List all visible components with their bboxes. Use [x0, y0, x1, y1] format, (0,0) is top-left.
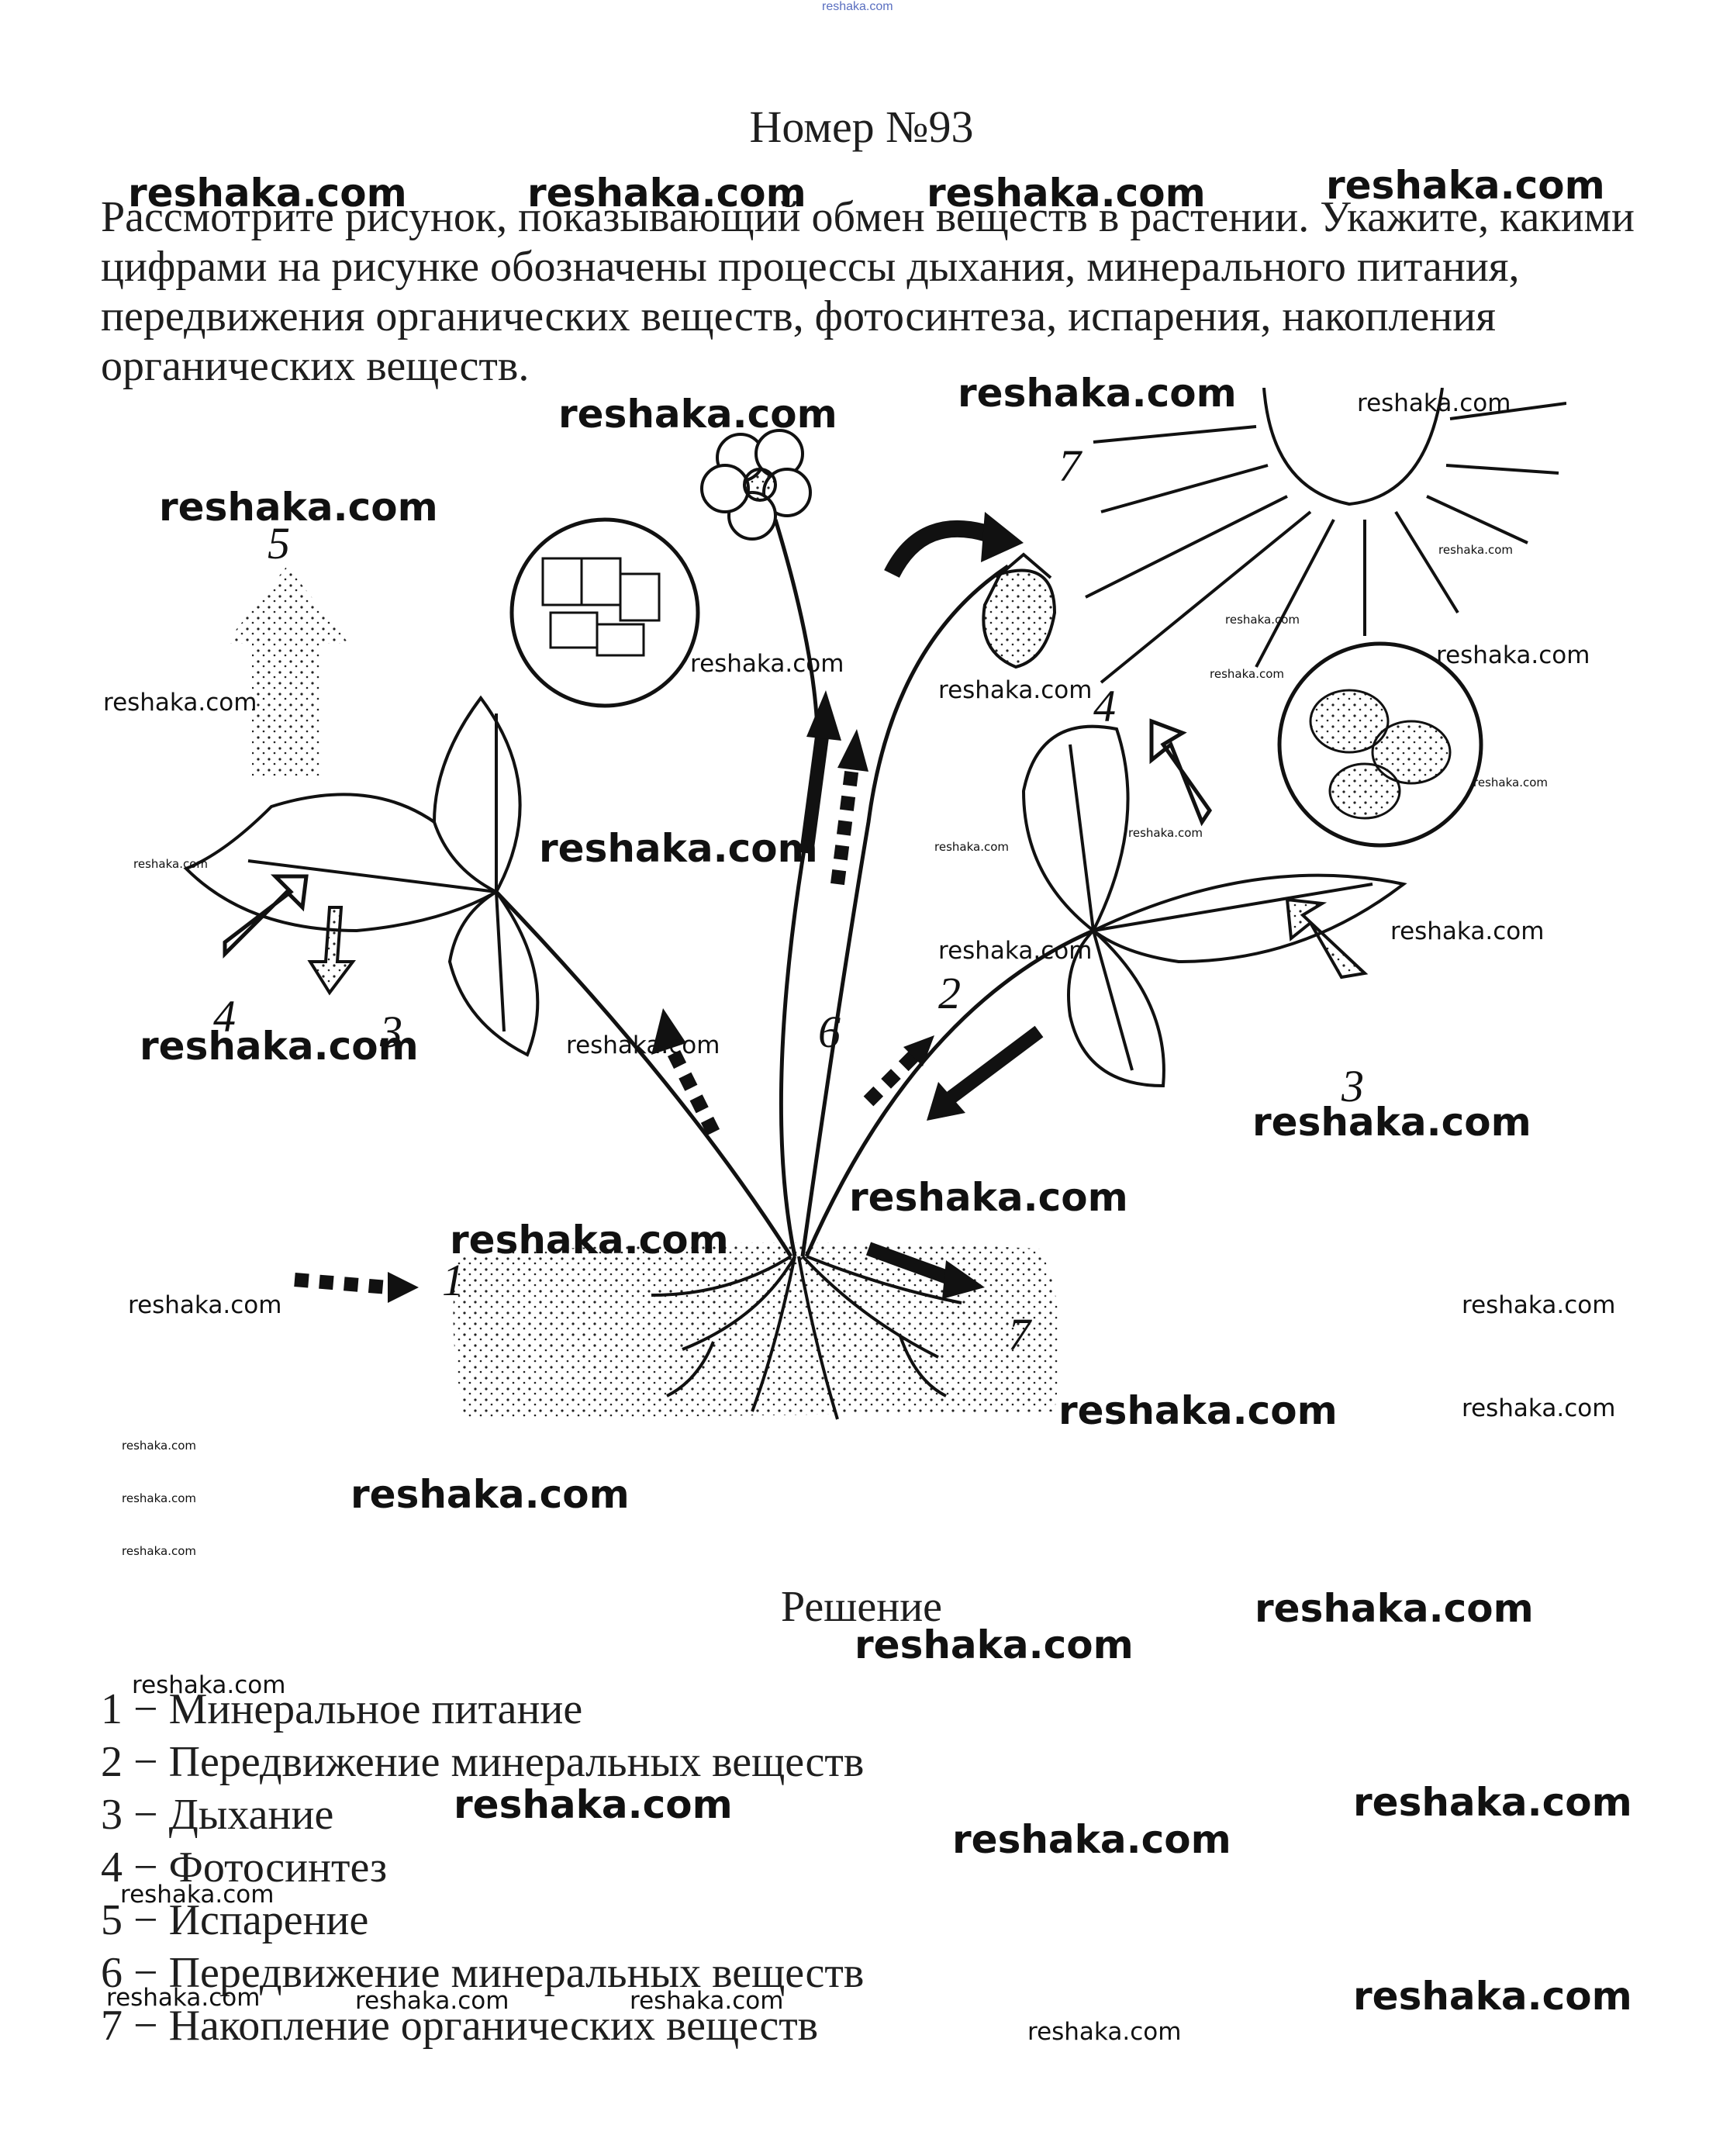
- watermark: reshaka.com: [122, 1439, 196, 1453]
- watermark: reshaka.com: [140, 1024, 419, 1069]
- watermark: reshaka.com: [120, 1881, 274, 1909]
- watermark: reshaka.com: [566, 1031, 720, 1059]
- watermark: reshaka.com: [1210, 667, 1284, 681]
- watermark: reshaka.com: [558, 392, 837, 437]
- watermark: reshaka.com: [1462, 1394, 1615, 1422]
- strawberry: [983, 555, 1055, 667]
- watermark: reshaka.com: [539, 826, 818, 871]
- plant-metabolism-figure: 1 2 3 3 4 4 5 6 7 7: [93, 388, 1566, 1551]
- sun: [1086, 388, 1566, 682]
- watermark: reshaka.com: [690, 650, 844, 678]
- watermark: reshaka.com: [1252, 1100, 1531, 1145]
- watermark: reshaka.com: [938, 676, 1092, 704]
- watermark: reshaka.com: [855, 1622, 1134, 1667]
- soil: [453, 1242, 1059, 1419]
- label-7-top: 7: [1058, 441, 1082, 491]
- watermark: reshaka.com: [350, 1472, 630, 1517]
- arrow-to-fruit: [892, 529, 993, 574]
- watermark: reshaka.com: [630, 1987, 783, 2015]
- watermark: reshaka.com: [1353, 1780, 1632, 1825]
- watermark: reshaka.com: [1357, 389, 1511, 417]
- watermark: reshaka.com: [1225, 613, 1300, 627]
- watermark: reshaka.com: [1390, 917, 1544, 945]
- watermark: reshaka.com: [1436, 641, 1590, 669]
- task-text: Рассмотрите рисунок, показывающий обмен …: [101, 192, 1644, 391]
- watermark: reshaka.com: [938, 937, 1092, 965]
- watermark: reshaka.com: [1326, 163, 1605, 208]
- watermark: reshaka.com: [159, 485, 438, 530]
- watermark: reshaka.com: [133, 857, 208, 871]
- evaporation-arrow: [225, 566, 349, 776]
- watermark: reshaka.com: [952, 1817, 1231, 1862]
- watermark: reshaka.com: [958, 371, 1237, 416]
- site-mark: reshaka.com: [822, 0, 893, 14]
- label-2: 2: [938, 968, 961, 1018]
- watermark: reshaka.com: [454, 1782, 733, 1827]
- watermark: reshaka.com: [128, 1291, 281, 1319]
- watermark: reshaka.com: [1255, 1586, 1534, 1631]
- watermark: reshaka.com: [106, 1984, 260, 2012]
- watermark: reshaka.com: [103, 689, 257, 717]
- watermark: reshaka.com: [927, 171, 1206, 216]
- watermark: reshaka.com: [1128, 826, 1203, 840]
- watermark: reshaka.com: [132, 1671, 285, 1699]
- watermark: reshaka.com: [122, 1491, 196, 1505]
- answer-item: 2 − Передвижение минеральных веществ: [101, 1736, 864, 1788]
- left-leaves: [186, 698, 537, 1055]
- watermark: reshaka.com: [128, 171, 407, 216]
- watermark: reshaka.com: [450, 1218, 729, 1263]
- watermark: reshaka.com: [934, 840, 1009, 854]
- label-6: 6: [818, 1007, 841, 1057]
- watermark: reshaka.com: [1027, 2018, 1181, 2046]
- page-title: Номер №93: [0, 101, 1723, 153]
- watermark: reshaka.com: [527, 171, 806, 216]
- label-4-right: 4: [1093, 681, 1116, 731]
- watermark: reshaka.com: [1473, 776, 1548, 789]
- right-cell-circle: [1279, 644, 1481, 845]
- label-7-bottom: 7: [1008, 1309, 1032, 1360]
- watermark: reshaka.com: [1353, 1974, 1632, 2019]
- watermark: reshaka.com: [1438, 543, 1513, 557]
- watermark: reshaka.com: [1058, 1388, 1338, 1433]
- watermark: reshaka.com: [122, 1544, 196, 1558]
- watermark: reshaka.com: [1462, 1291, 1615, 1319]
- watermark: reshaka.com: [849, 1175, 1128, 1220]
- flower: [702, 430, 810, 539]
- left-cell-circle: [512, 520, 698, 706]
- watermark: reshaka.com: [355, 1987, 509, 2015]
